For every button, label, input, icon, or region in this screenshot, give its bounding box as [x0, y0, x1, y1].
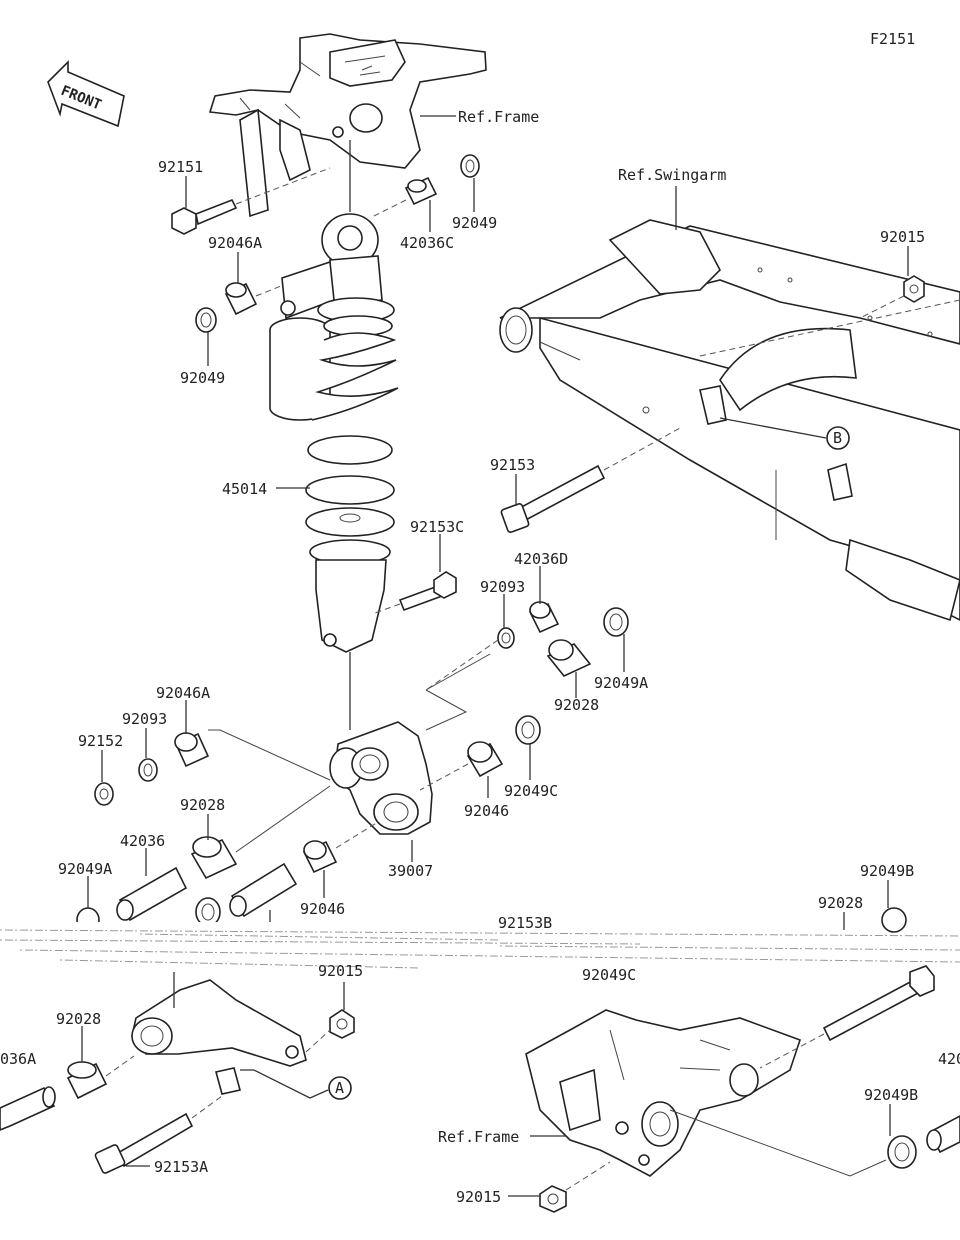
bearing-92046-mid: [466, 741, 504, 778]
front-arrow-icon: FRONT: [47, 60, 125, 128]
label-92049A-left: 92049A: [58, 860, 112, 878]
scan-noise-band: [0, 922, 960, 972]
callout-b: B: [719, 417, 850, 450]
frame-lower-section: [525, 1009, 802, 1177]
label-92028-left: 92028: [180, 796, 225, 814]
label-92152: 92152: [78, 732, 123, 750]
collar-42036D: [528, 601, 560, 634]
seal-92049-top: [460, 154, 480, 178]
label-036A: 036A: [0, 1050, 36, 1068]
shock-absorber-45014: [269, 140, 399, 730]
rocker-arm-39007: [329, 721, 433, 835]
seal-92049C-lower-left: [195, 897, 221, 927]
figure-code: F2151: [870, 30, 915, 48]
label-92046-mid: 92046: [464, 802, 509, 820]
label-92049B-top: 92049B: [860, 862, 914, 880]
label-45014: 45014: [222, 480, 267, 498]
callout-a-label: A: [335, 1079, 344, 1097]
collar-42036C: [404, 176, 438, 206]
seal-92049C-mid: [515, 715, 541, 745]
label-42036D: 42036D: [514, 550, 568, 568]
seal-92049-left: [195, 307, 217, 333]
seal-92049A-mid: [603, 607, 629, 637]
washer-92093-left: [138, 758, 158, 782]
callout-b-label: B: [833, 429, 842, 447]
bolt-92151: [171, 198, 238, 235]
nut-92015-low: [329, 1009, 355, 1039]
bearing-92046A-top: [224, 282, 258, 316]
collar-42036: [116, 866, 188, 922]
bolt-92153B: [822, 965, 935, 1042]
bearing-92046-low: [302, 840, 338, 874]
label-92153A: 92153A: [154, 1158, 208, 1176]
label-92093-left: 92093: [122, 710, 167, 728]
washer-92152: [94, 782, 114, 806]
nut-92015-bottom: [539, 1185, 567, 1213]
label-92028-mid: 92028: [554, 696, 599, 714]
label-ref-swingarm: Ref.Swingarm: [618, 166, 726, 184]
label-92049B-low: 92049B: [864, 1086, 918, 1104]
label-92046A-left: 92046A: [156, 684, 210, 702]
sleeve-lower: [229, 862, 298, 918]
label-ref-frame-top: Ref.Frame: [458, 108, 539, 126]
label-92049C-low: 92049C: [582, 966, 636, 984]
label-92093-mid: 92093: [480, 578, 525, 596]
frame-top-section: [208, 33, 487, 218]
swingarm: [499, 219, 960, 622]
label-92049C-mid: 92049C: [504, 782, 558, 800]
collar-92028-mid: [546, 639, 592, 677]
label-92153B: 92153B: [498, 914, 552, 932]
label-42036: 42036: [120, 832, 165, 850]
label-92015-right: 92015: [880, 228, 925, 246]
tie-rod-link: [131, 979, 307, 1095]
bolt-92153A: [94, 1112, 194, 1174]
collar-92028-left: [190, 836, 238, 880]
seal-92049B-top: [881, 907, 907, 933]
nut-92015-right: [903, 275, 925, 303]
callout-a: A: [240, 1069, 352, 1100]
label-92153C: 92153C: [410, 518, 464, 536]
label-92028-bottom: 92028: [56, 1010, 101, 1028]
label-92015-bottom: 92015: [456, 1188, 501, 1206]
collar-036A: [0, 1086, 56, 1131]
label-92049-left: 92049: [180, 369, 225, 387]
label-420-cut: 420: [938, 1050, 960, 1068]
label-92151: 92151: [158, 158, 203, 176]
collar-right-cut: [926, 1115, 960, 1154]
label-92049A-mid: 92049A: [594, 674, 648, 692]
label-92153: 92153: [490, 456, 535, 474]
label-ref-frame-bottom: Ref.Frame: [438, 1128, 519, 1146]
label-42036C: 42036C: [400, 234, 454, 252]
label-92046A-top: 92046A: [208, 234, 262, 252]
label-92028-right: 92028: [818, 894, 863, 912]
bearing-92046A-left: [174, 732, 210, 768]
label-92015-low: 92015: [318, 962, 363, 980]
seal-92049B-low: [887, 1135, 917, 1169]
label-92049-top: 92049: [452, 214, 497, 232]
bolt-92153: [500, 464, 606, 533]
label-39007: 39007: [388, 862, 433, 880]
washer-92093-mid: [497, 627, 515, 649]
label-92046-low: 92046: [300, 900, 345, 918]
collar-92028-bottom: [66, 1061, 108, 1100]
bolt-92153C: [398, 571, 457, 612]
